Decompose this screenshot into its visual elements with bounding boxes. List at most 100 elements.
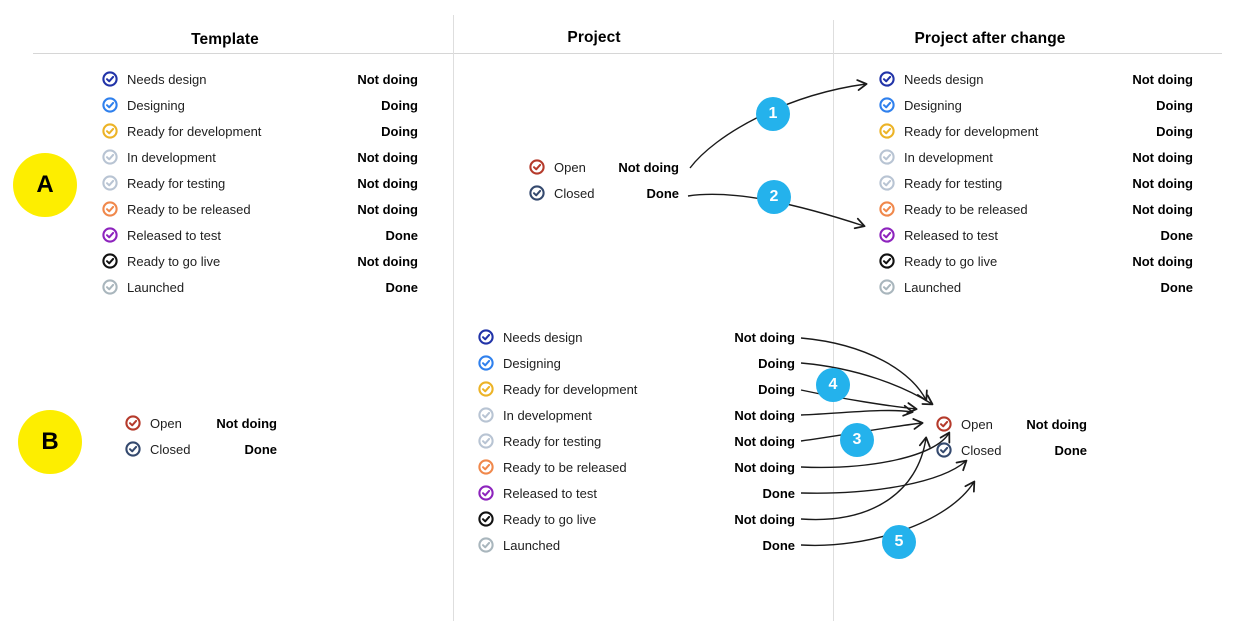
check-circle-icon [102,175,118,191]
status-category: Not doing [734,511,795,527]
status-category: Not doing [357,149,418,165]
column-divider-left [453,15,454,621]
status-row: Released to test Done [879,222,1193,248]
check-circle-icon [478,407,494,423]
state-label: Closed [554,185,595,201]
project-status-list-b: Needs design Not doing Designing Doing R… [478,324,795,558]
status-row: Designing Doing [478,350,795,376]
section-marker-a: A [13,153,77,217]
status-category: Not doing [357,175,418,191]
status-category: Not doing [357,201,418,217]
state-row: Closed Done [125,436,277,462]
check-circle-icon [102,149,118,165]
check-circle-icon [478,381,494,397]
check-circle-icon [125,415,141,431]
status-row: Ready to be released Not doing [478,454,795,480]
status-label: Ready for testing [503,433,602,449]
status-category: Doing [1156,97,1193,113]
status-category: Done [762,485,796,501]
status-label: In development [503,407,592,423]
status-category: Doing [381,97,418,113]
check-circle-icon [529,159,545,175]
state-category: Done [646,185,680,201]
state-category: Not doing [618,159,679,175]
status-category: Doing [758,381,795,397]
status-label: Released to test [127,227,221,243]
column-header-project-after-change: Project after change [914,30,1066,47]
section-marker-b: B [18,410,82,474]
status-category: Done [1160,279,1194,295]
status-row: Designing Doing [879,92,1193,118]
arrow-ready-to-be-released-to-open [800,431,951,469]
status-row: In development Not doing [478,402,795,428]
status-category: Not doing [1132,71,1193,87]
status-label: Launched [127,279,185,295]
check-circle-icon [879,123,895,139]
project-after-change-status-list: Needs design Not doing Designing Doing R… [879,66,1193,300]
status-category: Not doing [734,407,795,423]
status-label: Needs design [904,71,984,87]
check-circle-icon [879,149,895,165]
status-row: In development Not doing [102,144,418,170]
status-row: Needs design Not doing [478,324,795,350]
check-circle-icon [102,71,118,87]
status-label: Ready to go live [127,253,221,269]
check-circle-icon [879,279,895,295]
status-label: Designing [904,97,962,113]
check-circle-icon [102,279,118,295]
state-label: Open [150,415,182,431]
state-row: Open Not doing [936,411,1087,437]
status-label: Ready to go live [503,511,597,527]
status-row: Released to test Done [102,222,418,248]
status-category: Not doing [357,71,418,87]
status-row: Released to test Done [478,480,795,506]
status-label: Ready for testing [904,175,1003,191]
status-label: In development [904,149,993,165]
check-circle-icon [478,459,494,475]
status-label: Designing [503,355,561,371]
status-label: Ready for development [127,123,262,139]
state-category: Not doing [1026,416,1087,432]
status-label: Designing [127,97,185,113]
status-label: Released to test [503,485,597,501]
status-row: Ready for testing Not doing [102,170,418,196]
status-category: Done [385,227,419,243]
column-header-template: Template [191,31,259,48]
check-circle-icon [478,485,494,501]
status-category: Doing [1156,123,1193,139]
state-row: Open Not doing [125,410,277,436]
state-row: Closed Done [529,180,679,206]
status-label: Ready for testing [127,175,226,191]
status-label: Ready for development [904,123,1039,139]
status-label: Launched [904,279,962,295]
check-circle-icon [102,201,118,217]
status-row: Ready to be released Not doing [879,196,1193,222]
state-row: Closed Done [936,437,1087,463]
status-label: Needs design [127,71,207,87]
status-row: Launched Done [478,532,795,558]
check-circle-icon [879,201,895,217]
status-row: Ready for testing Not doing [879,170,1193,196]
status-category: Not doing [1132,175,1193,191]
state-category: Done [1054,442,1088,458]
status-category: Done [762,537,796,553]
status-label: Needs design [503,329,583,345]
status-label: Ready to be released [503,459,627,475]
check-circle-icon [529,185,545,201]
check-circle-icon [125,441,141,457]
check-circle-icon [936,416,952,432]
arrow-in-development-to-open [800,404,914,417]
check-circle-icon [879,175,895,191]
template-state-list-b: Open Not doing Closed Done [125,410,277,462]
annotation-badge-4: 4 [816,368,850,402]
status-label: Released to test [904,227,998,243]
status-label: Ready to be released [904,201,1028,217]
check-circle-icon [478,355,494,371]
annotation-badge-2: 2 [757,180,791,214]
check-circle-icon [879,227,895,243]
check-circle-icon [102,123,118,139]
status-row: Ready for development Doing [102,118,418,144]
annotation-badge-5: 5 [882,525,916,559]
status-category: Not doing [734,329,795,345]
column-header-project: Project [567,29,621,46]
